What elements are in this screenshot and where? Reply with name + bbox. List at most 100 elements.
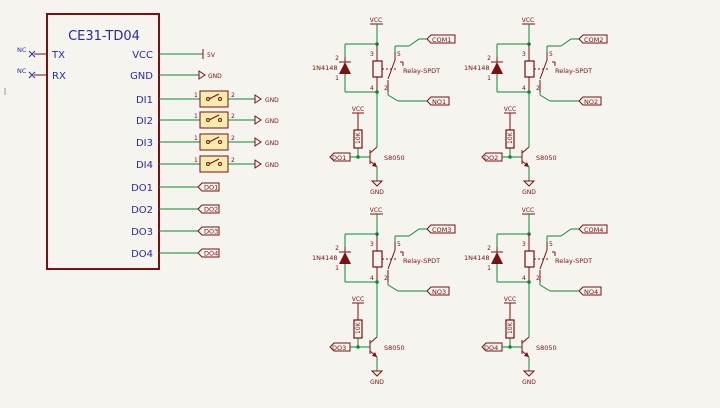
diode-label: 1N4148 xyxy=(312,254,338,262)
com-label-2: COM2 xyxy=(584,36,603,44)
relay-pin-3: 3 xyxy=(370,51,374,58)
net-gnd-di2: GND xyxy=(265,118,279,125)
relay-pin-4: 4 xyxy=(522,85,526,92)
relay-pin-2: 2 xyxy=(384,275,388,282)
pin-label-di2: DI2 xyxy=(136,116,153,127)
do-input-label-3: DO3 xyxy=(332,344,346,352)
net-gnd-di1: GND xyxy=(265,97,279,104)
net-gnd-di4: GND xyxy=(265,162,279,169)
net-vcc-top: VCC xyxy=(370,207,382,214)
net-gnd-transistor: GND xyxy=(522,189,536,196)
relay-pin-3: 3 xyxy=(370,241,374,248)
diode-pin-2: 2 xyxy=(487,245,491,252)
pin-label-di1: DI1 xyxy=(136,95,153,106)
transistor-label: S8050 xyxy=(536,344,557,352)
do-input-label-4: DO4 xyxy=(484,344,498,352)
relay-pin-2: 2 xyxy=(536,85,540,92)
module-name: CE31-TD04 xyxy=(68,29,140,44)
net-gnd-transistor: GND xyxy=(522,379,536,386)
diode-pin-2: 2 xyxy=(335,55,339,62)
resistor-label: 10K xyxy=(355,131,362,144)
do-label-2: DO2 xyxy=(204,206,218,214)
relay-pin-5: 5 xyxy=(549,51,553,58)
net-vcc-res: VCC xyxy=(504,296,516,303)
pin-rx-label: RX xyxy=(52,71,66,82)
module-left-pins: TX RX NC NC xyxy=(4,46,66,95)
no-label-3: NO3 xyxy=(432,288,446,296)
switch-pin-1: 1 xyxy=(194,92,198,99)
relay-pin-3: 3 xyxy=(522,241,526,248)
nc-label-tx: NC xyxy=(17,46,27,54)
transistor-label: S8050 xyxy=(384,154,405,162)
relay-pin-4: 4 xyxy=(522,275,526,282)
transistor-label: S8050 xyxy=(384,344,405,352)
pin-label-di4: DI4 xyxy=(136,160,153,171)
pin-tx-label: TX xyxy=(51,50,65,61)
diode-label: 1N4148 xyxy=(312,64,338,72)
relay-pin-2: 2 xyxy=(384,85,388,92)
diode-pin-2: 2 xyxy=(487,55,491,62)
resistor-label: 10K xyxy=(355,321,362,334)
net-gnd-module: GND xyxy=(208,73,222,80)
switch-pin-1: 1 xyxy=(194,113,198,120)
net-vcc-top: VCC xyxy=(522,207,534,214)
transistor-label: S8050 xyxy=(536,154,557,162)
switch-pin-2: 2 xyxy=(231,135,235,142)
no-label-2: NO2 xyxy=(584,98,598,106)
com-label-4: COM4 xyxy=(584,226,603,234)
no-label-4: NO4 xyxy=(584,288,598,296)
do-input-label-2: DO2 xyxy=(484,154,498,162)
pin-label-vcc: VCC xyxy=(132,50,153,61)
diode-label: 1N4148 xyxy=(464,64,490,72)
relay-circuit-1: VCC1N4148213452Relay-SPDTCOM1NO1VCC10KDO… xyxy=(312,17,456,196)
com-label-3: COM3 xyxy=(432,226,451,234)
relay-label: Relay-SPDT xyxy=(555,67,592,75)
relay-pin-5: 5 xyxy=(397,51,401,58)
pin-label-do1: DO1 xyxy=(131,183,153,194)
relay-pin-4: 4 xyxy=(370,275,374,282)
relay-label: Relay-SPDT xyxy=(403,67,440,75)
com-label-1: COM1 xyxy=(432,36,451,44)
switch-pin-1: 1 xyxy=(194,135,198,142)
pin-label-di3: DI3 xyxy=(136,138,153,149)
relay-label: Relay-SPDT xyxy=(555,257,592,265)
relay-pin-4: 4 xyxy=(370,85,374,92)
switch-pin-1: 1 xyxy=(194,157,198,164)
net-vcc-res: VCC xyxy=(352,296,364,303)
net-5v: 5V xyxy=(207,52,216,59)
no-connect-icon xyxy=(28,50,36,79)
pin-label-do4: DO4 xyxy=(131,249,153,260)
do-input-label-1: DO1 xyxy=(332,154,346,162)
net-gnd-di3: GND xyxy=(265,140,279,147)
switch-pin-2: 2 xyxy=(231,113,235,120)
diode-pin-1: 1 xyxy=(487,265,491,272)
pin-label-gnd: GND xyxy=(130,71,153,82)
relay-circuit-2: VCC1N4148213452Relay-SPDTCOM2NO2VCC10KDO… xyxy=(464,17,608,196)
resistor-label: 10K xyxy=(507,131,514,144)
switch-pin-2: 2 xyxy=(231,157,235,164)
resistor-label: 10K xyxy=(507,321,514,334)
net-vcc-res: VCC xyxy=(504,106,516,113)
relay-label: Relay-SPDT xyxy=(403,257,440,265)
relay-pin-5: 5 xyxy=(549,241,553,248)
relay-circuits: VCC1N4148213452Relay-SPDTCOM1NO1VCC10KDO… xyxy=(312,17,608,386)
diode-pin-2: 2 xyxy=(335,245,339,252)
net-vcc-res: VCC xyxy=(352,106,364,113)
net-gnd-transistor: GND xyxy=(370,189,384,196)
relay-pin-2: 2 xyxy=(536,275,540,282)
net-gnd-transistor: GND xyxy=(370,379,384,386)
module-power-wiring: 5V GND xyxy=(159,49,222,80)
no-label-1: NO1 xyxy=(432,98,446,106)
do-label-3: DO3 xyxy=(204,228,218,236)
pin-label-do2: DO2 xyxy=(131,205,153,216)
switch-pin-2: 2 xyxy=(231,92,235,99)
nc-label-rx: NC xyxy=(17,67,27,75)
